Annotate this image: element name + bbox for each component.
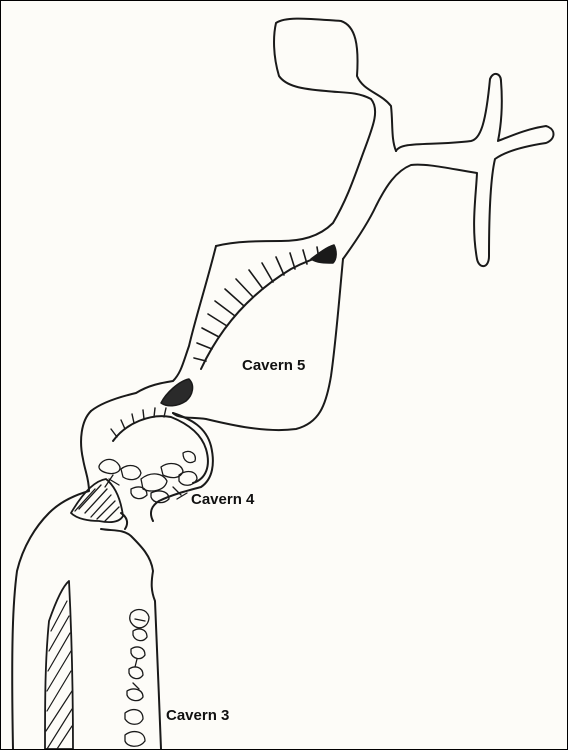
cavern-5-label: Cavern 5 [242, 357, 305, 374]
cavern-4-boulder-hatching [75, 485, 119, 521]
cavern-3-left-deposit [45, 581, 73, 749]
cavern-4-rubble [99, 451, 197, 502]
cavern-3-rock-chain [125, 610, 149, 747]
cavern-4-label: Cavern 4 [191, 491, 254, 508]
upper-passage-right-wall [343, 74, 554, 266]
cavern-3-inner-notch [121, 513, 127, 529]
passage-left-wall [216, 159, 361, 246]
cavern-4-outline [12, 411, 91, 749]
upper-square-chamber [274, 19, 396, 159]
cavern-5-outline [173, 259, 343, 430]
cavern-3-label: Cavern 3 [166, 707, 229, 724]
cavern-5-left-wall [91, 246, 216, 411]
cavern-3-left-deposit-hatching [46, 601, 72, 749]
cavern-3-right-wall [101, 529, 161, 749]
cavern-5-small-rock [311, 245, 336, 263]
